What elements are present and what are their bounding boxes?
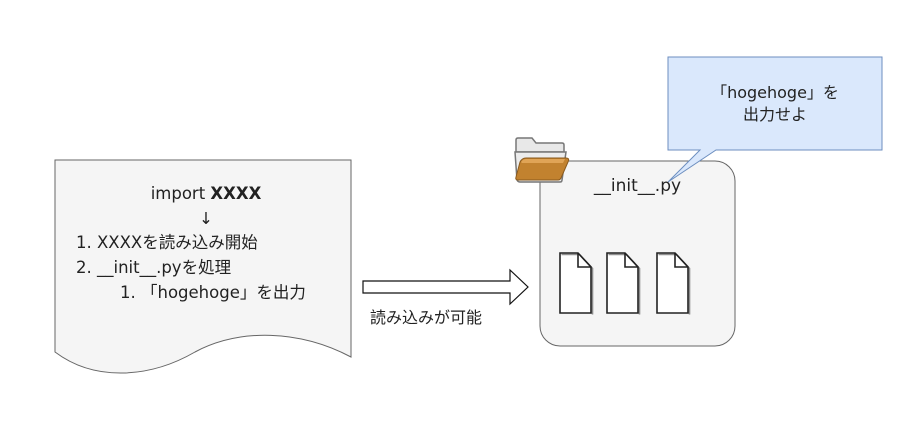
step-2: 2. __init__.pyを処理: [76, 258, 232, 277]
script-document-shape: [54, 159, 352, 374]
arrow-label: 読み込みが可能: [370, 308, 483, 327]
load-arrow: [362, 268, 529, 306]
callout-line-2: 出力せよ: [742, 105, 807, 124]
callout-text: 「hogehoge」を 出力せよ: [668, 82, 882, 126]
callout-shape: [667, 56, 883, 183]
substep-1: 1. 「hogehoge」を出力: [120, 283, 306, 302]
file-icon: [606, 252, 641, 315]
package-title: __init__.py: [593, 176, 682, 196]
folder-icon: [514, 137, 570, 183]
file-icon: [656, 252, 691, 315]
import-module: XXXX: [210, 184, 262, 203]
import-statement: import XXXX: [60, 182, 352, 207]
file-icon: [559, 252, 594, 315]
callout-line-1: 「hogehoge」を: [711, 83, 839, 102]
import-keyword: import: [150, 184, 211, 203]
step-1: 1. XXXXを読み込み開始: [76, 233, 258, 252]
down-arrow-glyph: ↓: [199, 209, 213, 228]
